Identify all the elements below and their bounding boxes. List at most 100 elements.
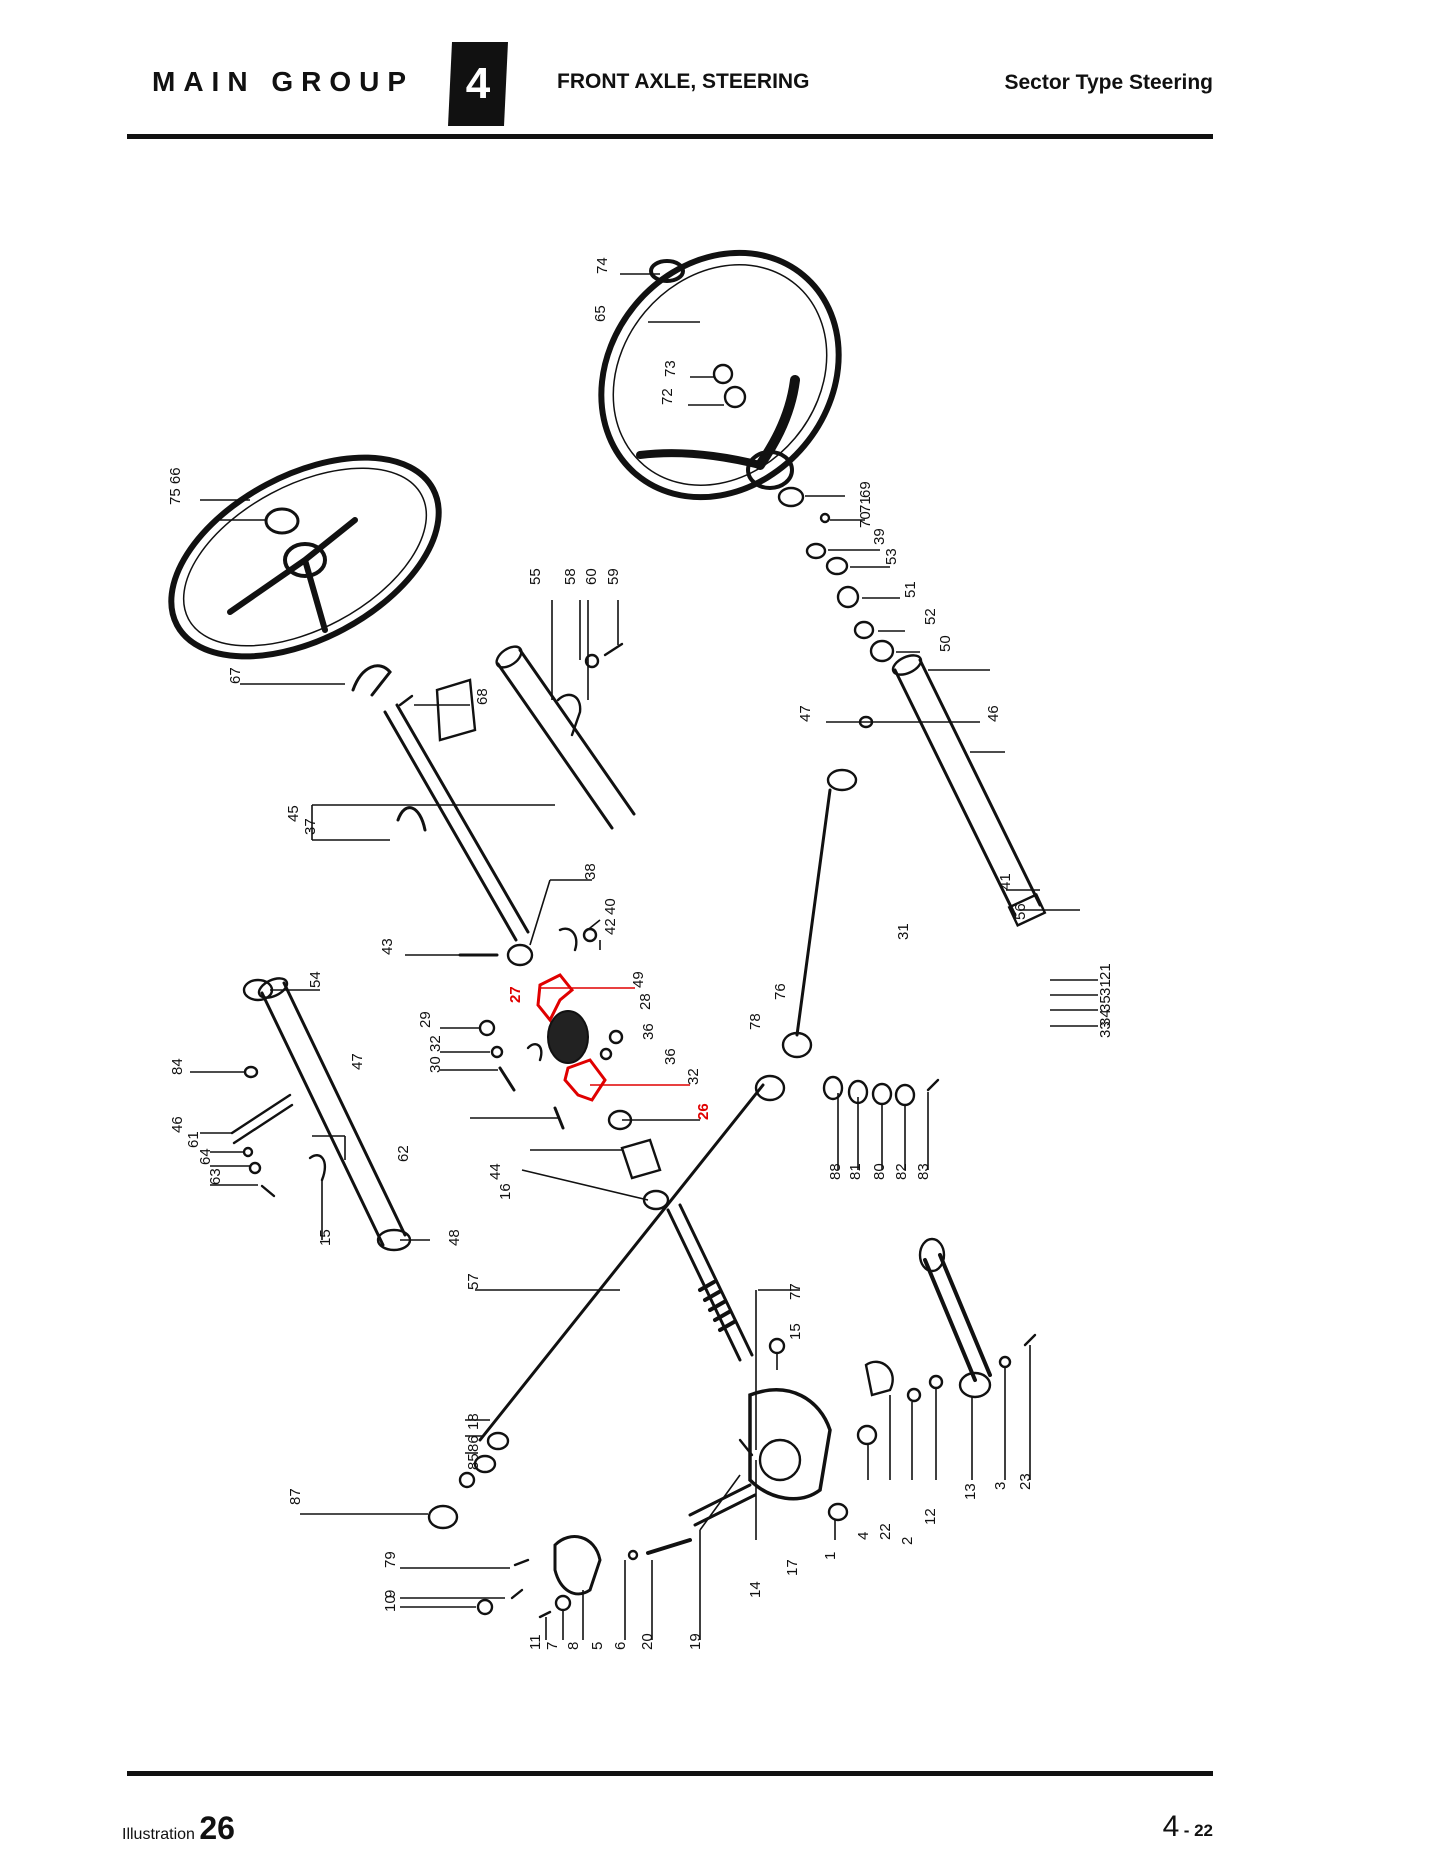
section-title: FRONT AXLE, STEERING [557, 70, 810, 93]
part-label-85: 85 [465, 1453, 482, 1470]
part-label-59: 59 [605, 568, 622, 585]
part-58-clamp [556, 693, 582, 737]
part-label-75-66: 75 66 [167, 467, 184, 505]
illustration-number: 26 [199, 1810, 235, 1846]
part-label-30: 30 [427, 1056, 444, 1073]
part-label-56: 56 [1012, 903, 1029, 920]
footer-rule [127, 1771, 1213, 1776]
part-53 [825, 556, 849, 576]
main-group-title: MAIN GROUP [152, 66, 414, 97]
part-13 [928, 1374, 944, 1390]
part-12 [906, 1387, 922, 1403]
end-cover-5 [553, 1535, 602, 1596]
part-7-bolt [538, 1610, 552, 1619]
part-69 [777, 486, 805, 508]
part-label-83: 83 [915, 1163, 932, 1180]
part-label-26: 26 [695, 1103, 712, 1120]
horn-button [649, 259, 685, 283]
part-label-47: 47 [349, 1053, 366, 1070]
steering-wheel-upper [598, 249, 842, 501]
part-36b [608, 1029, 624, 1045]
part-label-6: 6 [612, 1642, 629, 1650]
part-label-69: 69 [857, 481, 874, 498]
part-label-36: 36 [640, 1023, 657, 1040]
part-61-bracket [230, 1093, 294, 1145]
part-label-74: 74 [594, 257, 611, 274]
column-tube-middle [496, 648, 636, 830]
part-47-left [243, 1065, 259, 1079]
steering-shaft [383, 703, 530, 942]
part-label-48: 48 [446, 1229, 463, 1246]
part-11 [476, 1598, 494, 1616]
part-32b [599, 1047, 613, 1061]
part-label-17: 17 [784, 1559, 801, 1576]
part-label-11: 11 [527, 1634, 544, 1650]
part-75 [264, 507, 300, 535]
bushing [435, 678, 477, 742]
part-17-bolt [738, 1438, 754, 1457]
part-label-88: 88 [827, 1163, 844, 1180]
part-29-rubber-disc [547, 1010, 589, 1064]
badge-shape [448, 42, 508, 126]
part-73 [712, 363, 734, 385]
part-label-16: 16 [497, 1183, 514, 1200]
part-52 [853, 620, 875, 640]
part-label-70: 70 [857, 511, 874, 528]
part-label-12: 12 [922, 1508, 939, 1525]
part-87 [458, 1471, 476, 1489]
part-label-79: 79 [382, 1551, 399, 1568]
tie-rod-76 [795, 788, 832, 1037]
part-label-9: 9 [382, 1590, 399, 1598]
wheel-upper-hub [746, 450, 794, 490]
part-label-20: 20 [639, 1633, 656, 1650]
page-number-main: 4 [1162, 1810, 1180, 1843]
part-51 [836, 585, 860, 609]
part-label-35: 35 [1097, 995, 1114, 1012]
part-label-32: 32 [685, 1068, 702, 1085]
part-label-78: 78 [747, 1013, 764, 1030]
part-label-61: 61 [185, 1131, 202, 1148]
part-label-22: 22 [877, 1523, 894, 1540]
part-label-60: 60 [583, 568, 600, 585]
part-68-pin [398, 694, 414, 707]
part-label-45: 45 [285, 805, 302, 822]
part-label-50: 50 [937, 635, 954, 652]
worm-spiral [698, 1280, 736, 1332]
steering-wheel-lower-inner [182, 467, 428, 647]
part-40 [506, 943, 534, 967]
part-label-14: 14 [747, 1581, 764, 1598]
part-14-roller [688, 1483, 757, 1527]
steering-worm-shaft [666, 1203, 754, 1362]
wheel-upper-spoke [755, 375, 800, 470]
column-tube-right [893, 658, 1042, 917]
part-4 [827, 1502, 849, 1522]
part-82 [871, 1082, 893, 1106]
part-label-80: 80 [871, 1163, 888, 1180]
steering-gearbox [748, 1388, 832, 1501]
part-label-31: 31 [895, 923, 912, 940]
wheel-lower-hub [283, 542, 327, 578]
page-number: 4 - 22 [1163, 1810, 1213, 1844]
part-label-7: 7 [544, 1642, 561, 1650]
part-label-53: 53 [883, 548, 900, 565]
part-59-bolt [603, 642, 624, 657]
column-tube-left [260, 981, 407, 1247]
part-label-77: 77 [787, 1283, 804, 1300]
part-label-10: 10 [382, 1595, 399, 1612]
part-83 [894, 1083, 916, 1107]
part-label-3: 3 [992, 1482, 1009, 1490]
part-label-58: 58 [562, 568, 579, 585]
part-label-2: 2 [899, 1537, 916, 1545]
part-label-31: 31 [1097, 979, 1114, 996]
part-label-4: 4 [855, 1532, 872, 1540]
part-10 [510, 1588, 524, 1600]
part-50 [869, 639, 895, 663]
part-label-5: 5 [589, 1642, 606, 1650]
part-label-34: 34 [1097, 1009, 1114, 1026]
part-label-27: 27 [507, 986, 524, 1003]
part-85 [473, 1454, 497, 1474]
part-label-29: 29 [417, 1011, 434, 1028]
part-label-28: 28 [637, 993, 654, 1010]
part-label-19: 19 [687, 1633, 704, 1650]
